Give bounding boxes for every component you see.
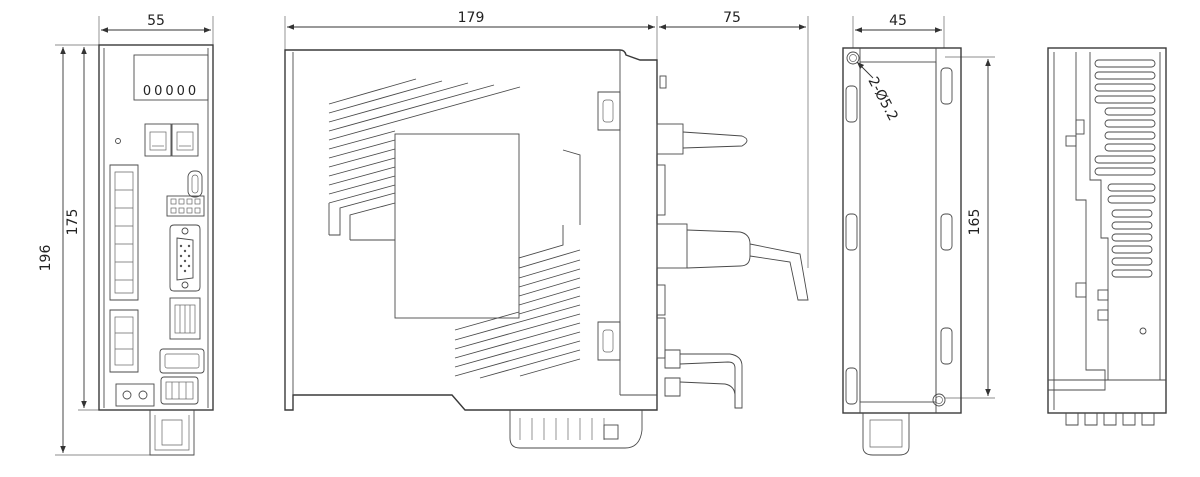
indicator-led <box>115 138 121 144</box>
side-depth-dimension: 179 <box>284 10 658 60</box>
side-indicator <box>1139 327 1147 335</box>
led-digits: 00000 <box>143 84 199 99</box>
side-bottom-connector <box>509 410 643 449</box>
side-small-connectors <box>1065 119 1109 321</box>
db15-connector <box>169 224 201 292</box>
rear-bottom-plug <box>862 413 910 456</box>
motor-terminal <box>160 376 199 405</box>
rear-slots <box>845 67 953 405</box>
front-body-height-label: 175 <box>65 209 81 236</box>
front-view: 55 196 175 00000 <box>38 13 214 456</box>
side-view: 179 75 <box>284 10 809 449</box>
hole-spacing-dimension: 165 <box>945 56 995 399</box>
rear-width-dimension: 45 <box>852 13 945 48</box>
front-body-height-dimension: 175 <box>65 47 99 411</box>
side-bottom-teeth <box>1065 413 1155 426</box>
encoder-connector <box>169 297 201 340</box>
terminal-block-small <box>166 195 205 217</box>
led-display: 00000 <box>133 54 209 101</box>
front-overall-height-dimension: 196 <box>38 44 150 456</box>
mounting-holes-label: 2-Ø5.2 <box>864 74 900 123</box>
vent-slots <box>1094 59 1156 278</box>
rj45-ports <box>144 123 199 157</box>
side-depth-label: 179 <box>458 10 485 26</box>
front-overall-height-label: 196 <box>38 245 54 272</box>
cable-clearance-dimension: 75 <box>659 10 809 268</box>
cable-clearance-label: 75 <box>723 10 741 26</box>
io-connector-cn1 <box>109 164 139 301</box>
bottom-plug <box>149 410 195 456</box>
vent-hatch-lower <box>454 149 581 379</box>
front-width-label: 55 <box>147 13 165 29</box>
vent-hatch-upper <box>328 78 521 241</box>
usb-c-port <box>187 170 203 198</box>
vented-side-view <box>1047 47 1167 426</box>
io-connector-cn2 <box>109 309 139 373</box>
rear-width-label: 45 <box>889 13 907 29</box>
rear-view: 45 165 2-Ø5.2 <box>842 13 995 456</box>
power-connector <box>159 348 205 374</box>
mounting-holes <box>846 51 946 407</box>
ground-terminal <box>115 383 155 407</box>
mounting-clips-side <box>597 91 621 361</box>
heatsink-panel <box>394 133 520 319</box>
front-width-dimension: 55 <box>98 13 214 45</box>
side-cables <box>656 75 809 409</box>
hole-spacing-label: 165 <box>967 209 983 236</box>
